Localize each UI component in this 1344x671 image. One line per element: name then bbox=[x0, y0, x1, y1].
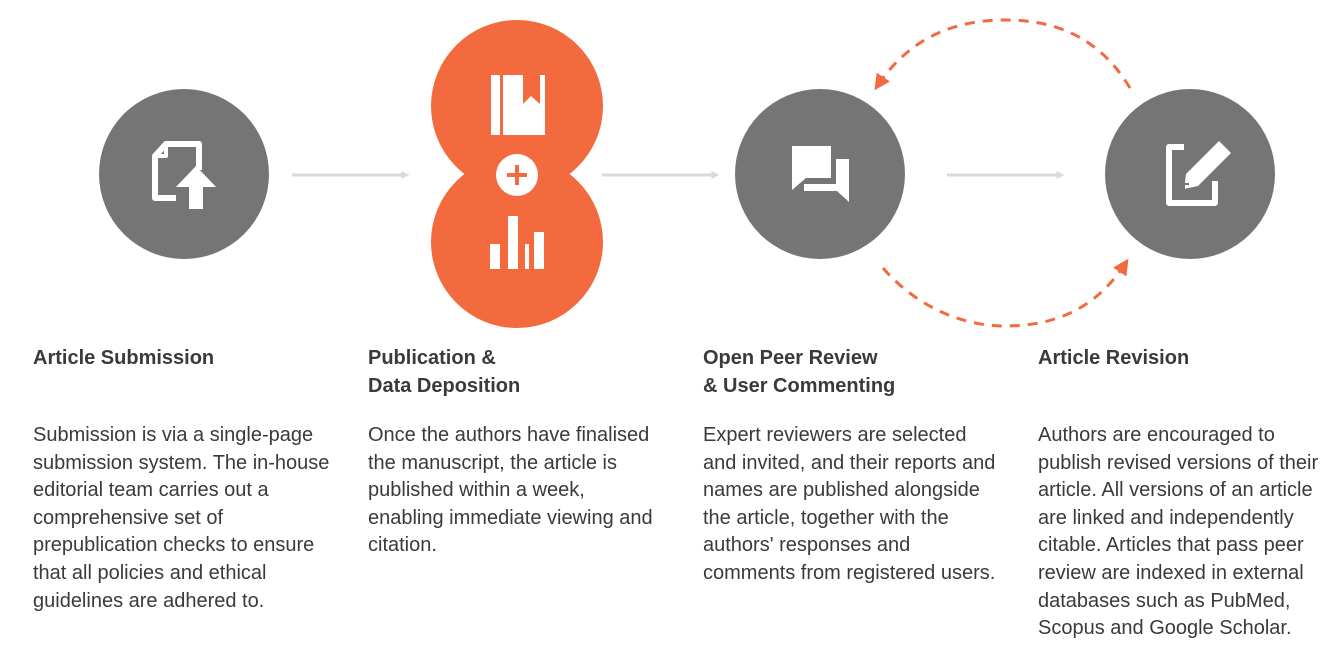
upload-arrow-icon bbox=[176, 166, 216, 209]
submission-circle bbox=[99, 89, 269, 259]
revision-circle bbox=[1105, 89, 1275, 259]
step-description: Authors are encouraged to publish revise… bbox=[1038, 424, 1319, 640]
feedback-arrow-bottom bbox=[881, 258, 1129, 328]
document-upload-icon bbox=[152, 141, 202, 201]
book-icon bbox=[491, 75, 545, 135]
edit-document-icon bbox=[1166, 141, 1231, 206]
publication-circles bbox=[431, 20, 603, 328]
step-description: Expert reviewers are selected and invite… bbox=[703, 424, 996, 584]
step-title: Article Revision bbox=[1038, 347, 1190, 369]
bar-chart-icon bbox=[490, 216, 544, 269]
step-title: Article Submission bbox=[33, 347, 215, 369]
step-title: Publication & Data Deposition bbox=[368, 347, 521, 397]
peer-review-circle bbox=[735, 89, 905, 259]
chat-bubbles-icon bbox=[792, 146, 849, 202]
plus-icon bbox=[496, 154, 538, 196]
step-description: Submission is via a single-page submissi… bbox=[33, 424, 330, 612]
step-description: Once the authors have finalised the manu… bbox=[368, 424, 653, 557]
feedback-arrow-top bbox=[874, 18, 1132, 91]
step-title: Open Peer Review & User Commenting bbox=[703, 347, 896, 397]
